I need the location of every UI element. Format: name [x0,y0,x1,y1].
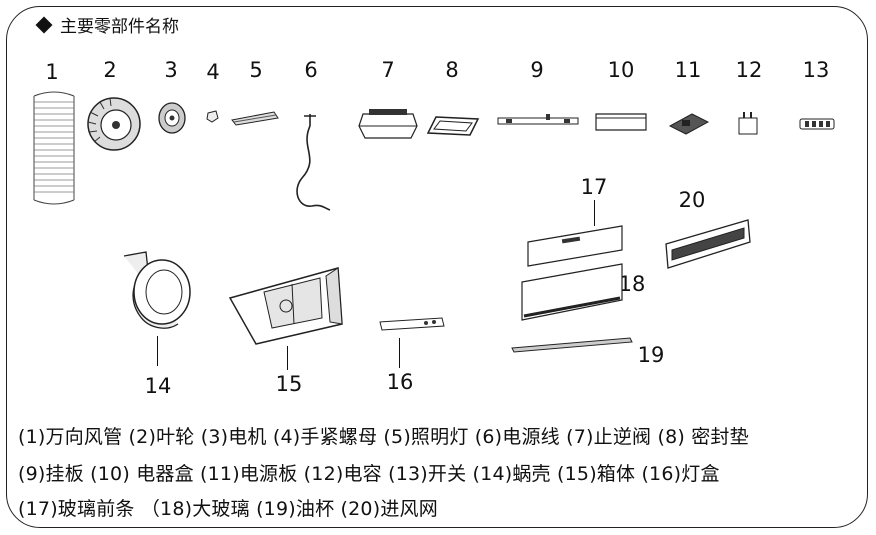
impeller-drawing [87,97,141,151]
part-number-20: 20 [678,188,706,212]
part-number-17: 17 [580,175,608,199]
leader-line-14 [157,336,159,366]
part-number-9: 9 [530,58,544,82]
part-number-10: 10 [607,58,635,82]
part-number-13: 13 [802,58,830,82]
flexible-duct-drawing [33,91,75,205]
part-number-7: 7 [381,58,395,82]
part-number-19: 19 [637,343,665,367]
glass-front-strip-drawing [527,225,623,267]
part-number-3: 3 [164,58,178,82]
part-number-8: 8 [445,58,459,82]
part-number-11: 11 [674,58,702,82]
part-number-5: 5 [249,58,263,82]
lamp-drawing [231,111,279,126]
hand-nut-drawing [206,110,219,123]
part-number-6: 6 [304,58,318,82]
part-number-16: 16 [386,370,414,394]
part-number-12: 12 [735,58,763,82]
leader-line-17 [594,200,596,226]
power-cord-drawing [296,114,331,211]
electrical-box-drawing [595,113,647,131]
part-number-14: 14 [144,374,172,398]
leader-line-16 [399,338,401,368]
large-glass-drawing [521,263,623,321]
motor-drawing [158,102,186,134]
inlet-mesh-drawing [665,219,751,269]
section-heading: 主要零部件名称 [35,12,179,37]
part-number-2: 2 [103,58,117,82]
diamond-bullet-icon [35,16,53,33]
switch-drawing [799,118,835,130]
parts-legend-line-1: (1)万向风管 (2)叶轮 (3)电机 (4)手紧螺母 (5)照明灯 (6)电源… [18,426,749,448]
part-number-1: 1 [45,60,59,84]
oil-cup-drawing [511,337,633,353]
parts-legend-line-3: (17)玻璃前条 （18)大玻璃 (19)油杯 (20)进风网 [18,498,438,520]
power-board-drawing [668,113,710,135]
capacitor-drawing [738,112,758,135]
volute-drawing [123,251,191,329]
part-number-15: 15 [275,372,303,396]
part-number-4: 4 [206,60,220,84]
diagram-frame [6,6,868,528]
lamp-box-drawing [379,317,445,331]
leader-line-15 [287,346,289,370]
hanging-plate-drawing [497,114,579,125]
check-valve-drawing [358,109,418,139]
gasket-drawing [426,116,480,136]
hood-body-drawing [228,267,343,345]
part-number-18: 18 [618,272,646,296]
heading-text: 主要零部件名称 [60,17,179,37]
parts-legend-line-2: (9)挂板 (10) 电器盒 (11)电源板 (12)电容 (13)开关 (14… [18,463,720,485]
